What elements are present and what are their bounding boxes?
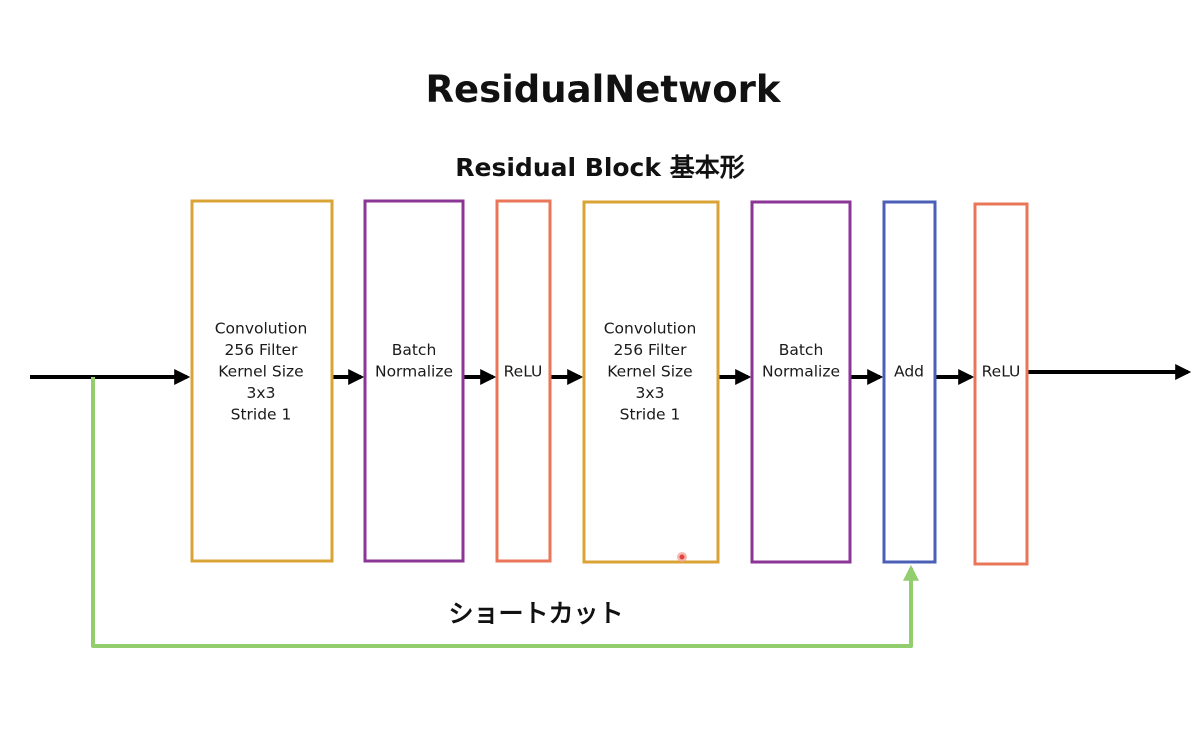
bn1-box — [363, 199, 465, 563]
bn1-label-line: Batch — [392, 341, 437, 359]
conv2-box — [582, 200, 720, 564]
conv2-label-line: Stride 1 — [620, 406, 681, 424]
conv1-label-line: Kernel Size — [218, 363, 303, 381]
shortcut-label: ショートカット — [448, 599, 623, 628]
conv2-label-line: Convolution — [604, 320, 697, 338]
bn2-label-line: Batch — [779, 341, 824, 359]
cursor-indicator — [677, 552, 687, 562]
bn2-label-line: Normalize — [762, 362, 840, 380]
block-relu2: ReLU — [973, 202, 1029, 566]
conv2-label-line: 256 Filter — [614, 341, 688, 359]
relu2-box — [973, 202, 1029, 566]
conv2-label-line: Kernel Size — [607, 363, 692, 381]
block-add: Add — [882, 200, 937, 564]
conv1-box — [190, 199, 334, 563]
bn2-box — [750, 200, 852, 564]
shortcut-connection — [91, 377, 919, 648]
conv1-label-line: 256 Filter — [225, 341, 299, 359]
add-label-line: Add — [894, 363, 924, 381]
conv1-label-line: 3x3 — [247, 384, 276, 402]
conv1-label-line: Stride 1 — [231, 406, 292, 424]
diagram-subtitle: Residual Block 基本形 — [455, 153, 744, 182]
relu1-box — [495, 199, 552, 563]
relu2-label-line: ReLU — [982, 363, 1021, 381]
add-box — [882, 200, 937, 564]
conv2-label-line: 3x3 — [636, 384, 665, 402]
diagram-title: ResidualNetwork — [426, 68, 782, 111]
flow-arrows — [30, 364, 1192, 385]
bn1-label-line: Normalize — [375, 362, 453, 380]
relu1-label-line: ReLU — [504, 363, 543, 381]
block-relu1: ReLU — [495, 199, 552, 563]
conv1-label-line: Convolution — [215, 320, 308, 338]
